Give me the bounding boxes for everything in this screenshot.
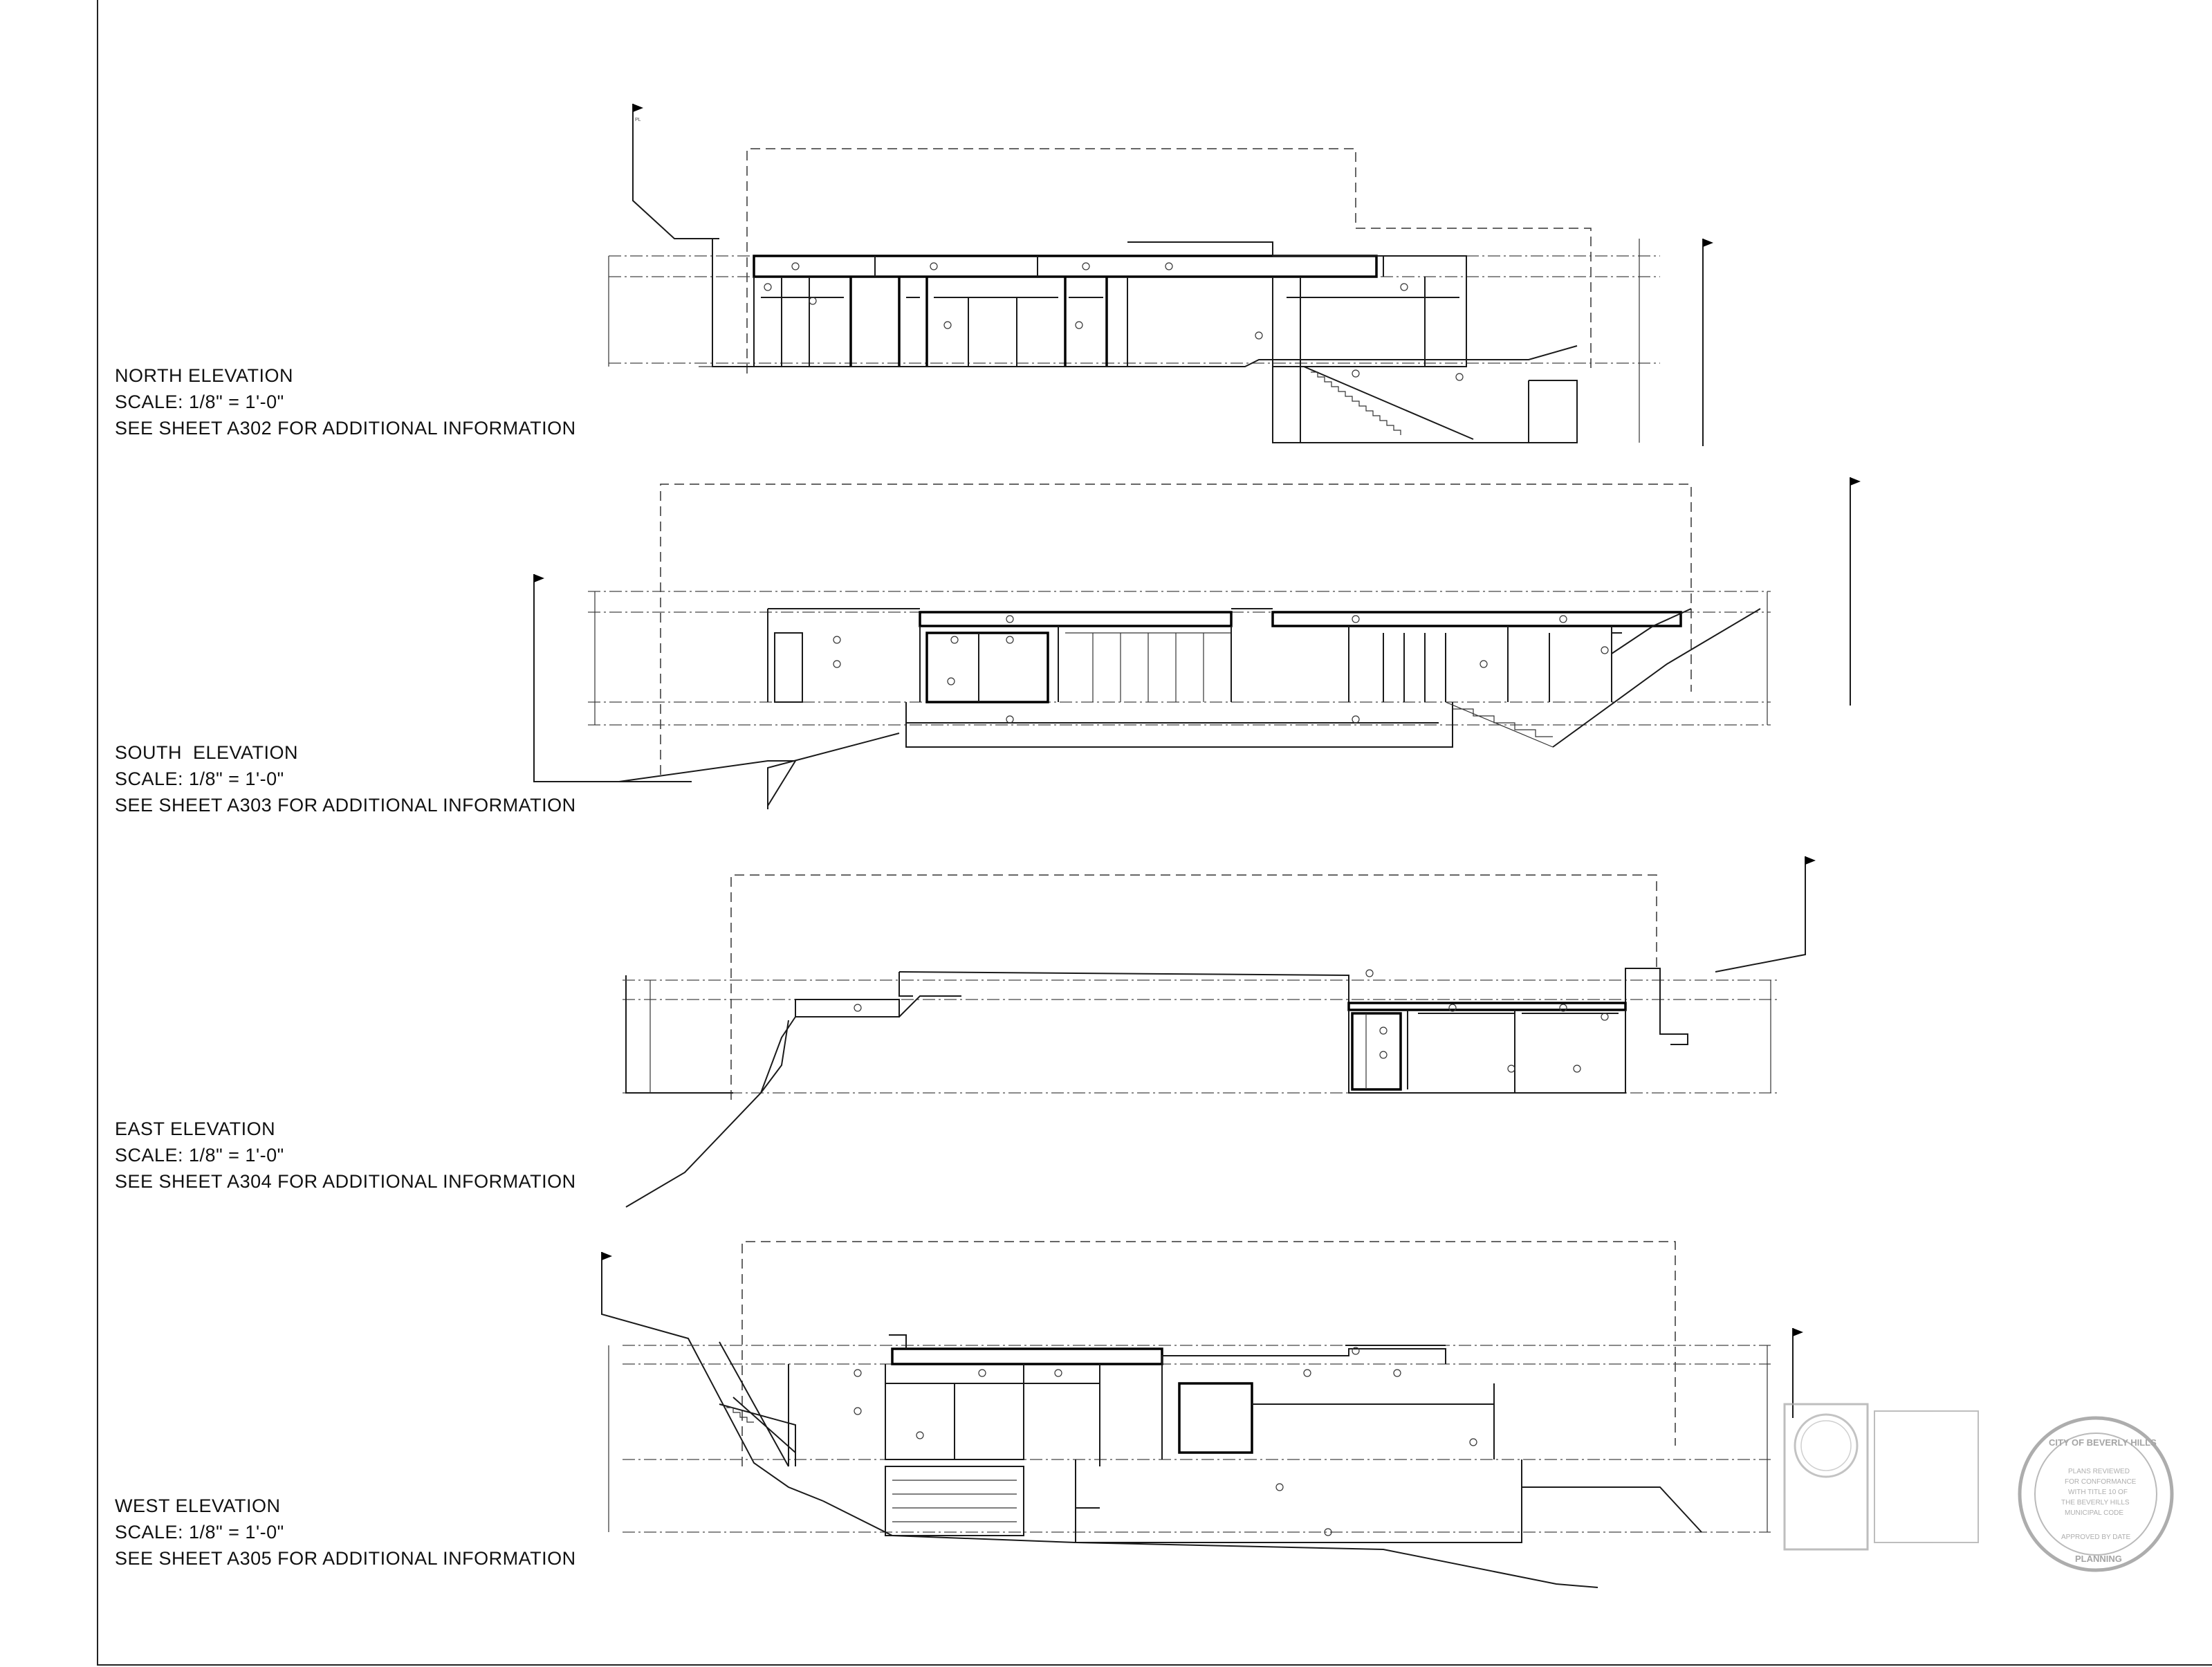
elevation-scale: SCALE: 1/8" = 1'-0" — [115, 392, 284, 412]
pl-marker: PL — [635, 118, 641, 122]
elevation-scale: SCALE: 1/8" = 1'-0" — [115, 768, 284, 789]
city-approval-seal: CITY OF BEVERLY HILLS PLANS REVIEWED FOR… — [2018, 1416, 2174, 1572]
seal-line: WITH TITLE 10 OF — [2068, 1489, 2128, 1496]
elevation-reference: SEE SHEET A303 FOR ADDITIONAL INFORMATIO… — [115, 795, 576, 816]
east-elevation-drawing — [623, 856, 1816, 1208]
seal-line: MUNICIPAL CODE — [2065, 1509, 2123, 1517]
seal-line: FOR CONFORMANCE — [2065, 1478, 2137, 1486]
south-elevation-label: SOUTH ELEVATION SCALE: 1/8" = 1'-0" SEE … — [115, 739, 576, 818]
north-elevation-drawing: PL — [608, 104, 1713, 446]
seal-line: PLANS REVIEWED — [2068, 1468, 2130, 1475]
planning-stamp-rect — [1783, 1403, 1979, 1551]
seal-line: THE BEVERLY HILLS — [2061, 1499, 2130, 1507]
seal-department: PLANNING — [2075, 1554, 2122, 1564]
east-elevation-label: EAST ELEVATION SCALE: 1/8" = 1'-0" SEE S… — [115, 1116, 576, 1195]
elevation-title: SOUTH ELEVATION — [115, 742, 299, 763]
sheet-border — [97, 0, 2212, 1666]
elevation-reference: SEE SHEET A304 FOR ADDITIONAL INFORMATIO… — [115, 1171, 576, 1192]
elevation-reference: SEE SHEET A305 FOR ADDITIONAL INFORMATIO… — [115, 1548, 576, 1569]
south-elevation-drawing — [533, 477, 1861, 809]
seal-approved-by: APPROVED BY DATE — [2061, 1534, 2131, 1541]
west-elevation-label: WEST ELEVATION SCALE: 1/8" = 1'-0" SEE S… — [115, 1493, 576, 1572]
elevation-reference: SEE SHEET A302 FOR ADDITIONAL INFORMATIO… — [115, 418, 576, 439]
north-elevation-label: NORTH ELEVATION SCALE: 1/8" = 1'-0" SEE … — [115, 362, 576, 441]
elevation-title: WEST ELEVATION — [115, 1495, 281, 1516]
elevation-scale: SCALE: 1/8" = 1'-0" — [115, 1145, 284, 1166]
elevation-title: NORTH ELEVATION — [115, 365, 294, 386]
seal-city-name: CITY OF BEVERLY HILLS — [2049, 1437, 2157, 1448]
west-elevation-drawing — [601, 1241, 1803, 1588]
elevation-scale: SCALE: 1/8" = 1'-0" — [115, 1522, 284, 1542]
elevation-title: EAST ELEVATION — [115, 1118, 276, 1139]
